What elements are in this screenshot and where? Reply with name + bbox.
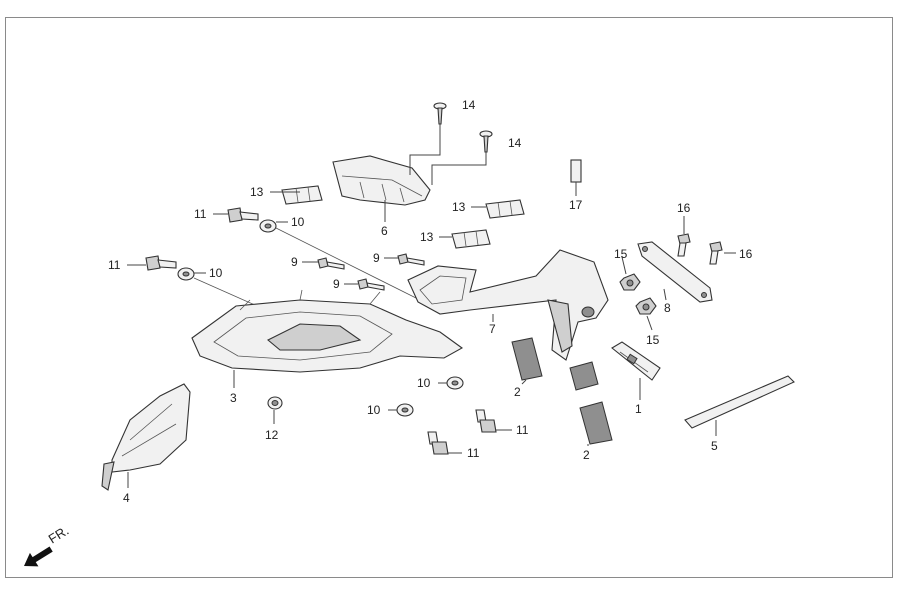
part-17-pin — [570, 159, 582, 183]
part-11-bolt-b — [145, 255, 177, 271]
part-9-screw-b — [397, 253, 425, 266]
callout-9b: 9 — [373, 251, 380, 265]
part-5-strip — [684, 375, 795, 429]
direction-label: FR. — [46, 523, 72, 547]
part-13-clip-a — [281, 185, 323, 205]
part-9-screw-c — [357, 278, 385, 291]
part-16-bolt-a — [677, 233, 691, 257]
callout-11d: 11 — [467, 446, 480, 460]
callout-15b: 15 — [646, 333, 660, 347]
part-2-pad-b — [579, 401, 613, 445]
callout-17: 17 — [569, 198, 583, 212]
part-11-bolt-a — [227, 207, 259, 223]
leader-14a — [409, 124, 441, 175]
callout-1: 1 — [635, 402, 642, 416]
callout-11b: 11 — [108, 258, 121, 272]
leader-14b — [431, 152, 487, 185]
part-13-clip-c — [451, 229, 491, 249]
callout-16a: 16 — [677, 201, 691, 215]
callout-11a: 11 — [194, 207, 207, 221]
callout-16b: 16 — [739, 247, 753, 261]
part-10-washer-d — [396, 403, 414, 417]
callout-2a: 2 — [514, 385, 521, 399]
callout-15a: 15 — [614, 247, 628, 261]
callout-12: 12 — [265, 428, 279, 442]
callout-8: 8 — [664, 301, 671, 315]
part-2-pad-a — [511, 337, 543, 381]
part-14-screw-b — [479, 130, 493, 153]
assembly-line-a — [275, 227, 421, 301]
callout-10b: 10 — [209, 266, 223, 280]
callout-5: 5 — [711, 439, 718, 453]
callout-14a: 14 — [462, 98, 476, 112]
part-16-bolt-b — [709, 241, 723, 265]
part-9-screw-a — [317, 257, 345, 270]
callout-13a: 13 — [250, 185, 264, 199]
callout-3: 3 — [230, 391, 237, 405]
callout-10a: 10 — [291, 215, 305, 229]
part-12-washer — [267, 396, 283, 410]
part-15-nut-b — [635, 297, 657, 315]
part-4-side-cover — [101, 383, 191, 491]
part-10-washer-a — [259, 219, 277, 233]
front-direction-arrow-icon — [24, 546, 53, 567]
callout-10c: 10 — [417, 376, 431, 390]
part-2-pad-c — [569, 361, 599, 391]
part-11-bolt-c — [475, 409, 497, 433]
callout-9c: 9 — [333, 277, 340, 291]
callout-7: 7 — [489, 322, 496, 336]
part-15-nut-a — [619, 273, 641, 291]
callout-10d: 10 — [367, 403, 381, 417]
part-1-plate — [611, 341, 661, 381]
callout-11c: 11 — [516, 423, 529, 437]
part-13-clip-b — [485, 199, 525, 219]
part-8-plate — [637, 241, 713, 303]
part-7-bracket — [407, 249, 609, 361]
callout-9a: 9 — [291, 255, 298, 269]
leader-lines — [127, 182, 736, 488]
callout-13b: 13 — [452, 200, 466, 214]
part-14-screw-a — [433, 102, 447, 125]
callout-14b: 14 — [508, 136, 522, 150]
part-6-upper-cover — [332, 155, 431, 206]
part-10-washer-b — [177, 267, 195, 281]
callout-2b: 2 — [583, 448, 590, 462]
diagram-frame — [5, 17, 893, 578]
part-10-washer-c — [446, 376, 464, 390]
part-11-bolt-d — [427, 431, 449, 455]
callout-6: 6 — [381, 224, 388, 238]
callout-4: 4 — [123, 491, 130, 505]
part-3-carrier — [191, 289, 464, 373]
callout-13c: 13 — [420, 230, 434, 244]
